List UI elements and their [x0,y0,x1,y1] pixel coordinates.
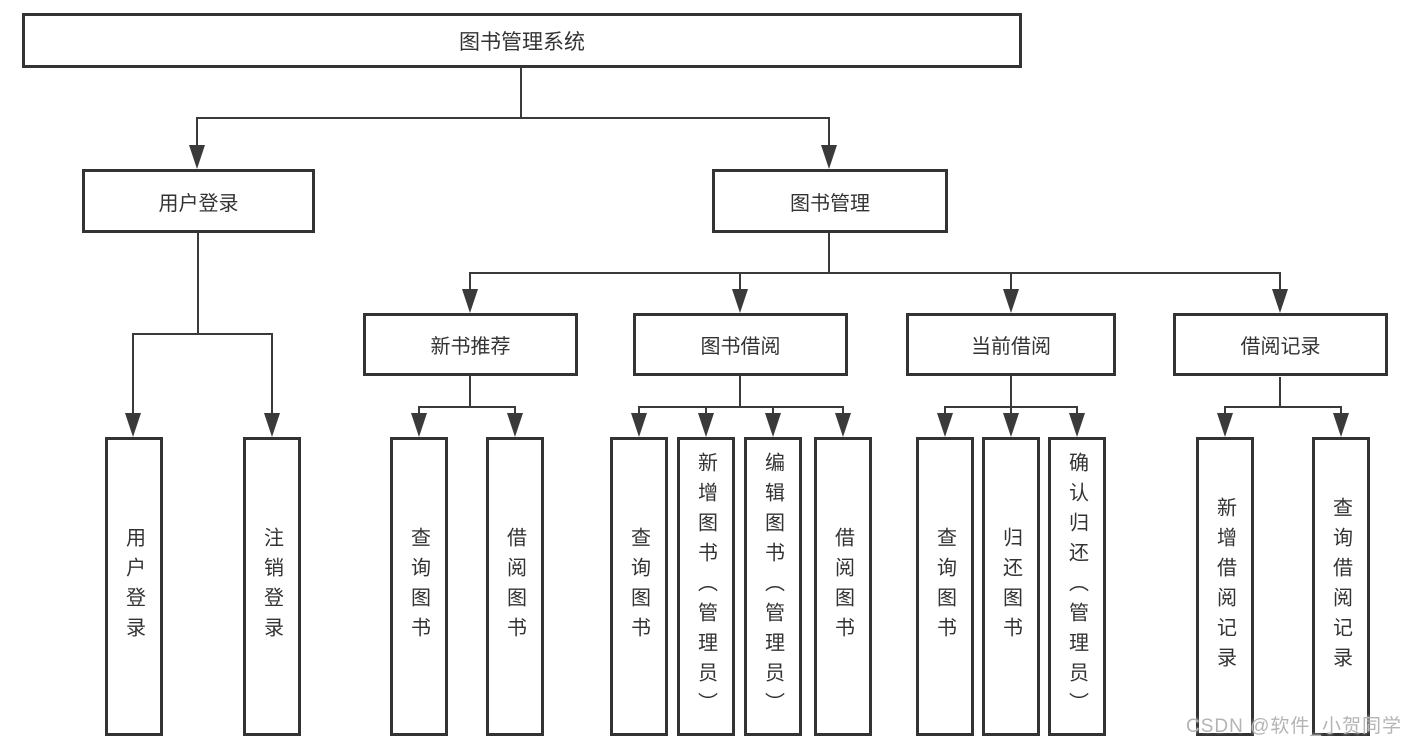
leaf-br-add-record: 新增借阅记录 [1196,437,1254,736]
connector-bookmgmt-bar [469,272,1281,274]
leaf-bb-add-books-label: 新增图书（管理员） [694,451,717,722]
node-book-management: 图书管理 [712,169,948,233]
connector-rec-branch-1 [418,406,420,416]
connector-bb-stem [739,376,741,407]
node-user-login-label: 用户登录 [158,192,239,215]
connector-bookmgmt-branch-2 [739,272,741,292]
node-root: 图书管理系统 [22,13,1022,68]
arrowhead-icon [507,413,523,437]
connector-bookmgmt-stem [828,233,830,274]
connector-rec-bar [418,406,516,408]
connector-cb-branch-3 [1076,406,1078,416]
arrowhead-icon [189,145,205,169]
leaf-bb-borrow-books-label: 借阅图书 [831,526,854,647]
connector-br-branch-1 [1224,406,1226,416]
arrowhead-icon [631,413,647,437]
arrowhead-icon [1272,289,1288,313]
leaf-bb-borrow-books: 借阅图书 [814,437,872,736]
connector-br-branch-2 [1340,406,1342,416]
leaf-cb-query-books-label: 查询图书 [933,526,956,647]
leaf-rec-borrow-books: 借阅图书 [486,437,544,736]
arrowhead-icon [411,413,427,437]
node-current-borrow: 当前借阅 [906,313,1116,376]
node-new-book-recommend: 新书推荐 [363,313,578,376]
arrowhead-icon [264,413,280,437]
arrowhead-icon [1333,413,1349,437]
connector-bookmgmt-branch-1 [469,272,471,292]
arrowhead-icon [765,413,781,437]
connector-root-stem [520,68,522,118]
leaf-bb-edit-books-label: 编辑图书（管理员） [761,451,784,722]
connector-bb-bar [638,406,844,408]
node-book-borrow-label: 图书借阅 [700,336,781,358]
leaf-cb-confirm-return: 确认归还（管理员） [1048,437,1106,736]
connector-root-bar [196,117,830,119]
node-user-login: 用户登录 [82,169,315,233]
leaf-user-login: 用户登录 [105,437,163,736]
node-new-book-recommend-label: 新书推荐 [430,336,511,358]
leaf-logout-label: 注销登录 [260,526,283,647]
arrowhead-icon [937,413,953,437]
node-borrow-records-label: 借阅记录 [1240,336,1321,358]
arrowhead-icon [1217,413,1233,437]
arrowhead-icon [1003,413,1019,437]
connector-br-bar [1224,406,1342,408]
leaf-cb-query-books: 查询图书 [916,437,974,736]
node-book-management-label: 图书管理 [790,192,870,215]
connector-bookmgmt-branch-3 [1010,272,1012,292]
connector-bb-branch-4 [842,406,844,416]
arrowhead-icon [1003,289,1019,313]
leaf-logout: 注销登录 [243,437,301,736]
arrowhead-icon [1069,413,1085,437]
arrowhead-icon [125,413,141,437]
arrowhead-icon [462,289,478,313]
arrowhead-icon [821,145,837,169]
connector-cb-branch-2 [1010,406,1012,416]
connector-cb-branch-1 [944,406,946,416]
leaf-bb-query-books: 查询图书 [610,437,668,736]
connector-root-branch-left [196,117,198,151]
node-borrow-records: 借阅记录 [1173,313,1388,376]
node-current-borrow-label: 当前借阅 [971,336,1051,358]
arrowhead-icon [698,413,714,437]
leaf-cb-return-books-label: 归还图书 [999,526,1022,647]
connector-userlogin-branch-1 [132,333,134,415]
connector-br-stem [1279,377,1281,407]
leaf-rec-borrow-books-label: 借阅图书 [503,526,526,647]
node-book-borrow: 图书借阅 [633,313,848,376]
connector-userlogin-branch-2 [271,333,273,415]
leaf-br-add-record-label: 新增借阅记录 [1213,496,1236,677]
leaf-cb-confirm-return-label: 确认归还（管理员） [1065,451,1088,722]
node-root-label: 图书管理系统 [459,30,585,54]
leaf-rec-query-books-label: 查询图书 [407,526,430,647]
connector-bb-branch-2 [705,406,707,416]
connector-userlogin-bar [132,333,273,335]
connector-bb-branch-3 [772,406,774,416]
connector-cb-stem [1010,376,1012,407]
leaf-bb-edit-books: 编辑图书（管理员） [744,437,802,736]
connector-rec-stem [469,376,471,407]
leaf-br-query-record: 查询借阅记录 [1312,437,1370,736]
leaf-br-query-record-label: 查询借阅记录 [1329,496,1352,677]
connector-bookmgmt-branch-4 [1279,272,1281,292]
connector-userlogin-stem [197,233,199,335]
connector-bb-branch-1 [638,406,640,416]
csdn-watermark: CSDN @软件_小贺同学 [1186,716,1402,737]
leaf-cb-return-books: 归还图书 [982,437,1040,736]
arrowhead-icon [732,289,748,313]
arrowhead-icon [835,413,851,437]
leaf-bb-add-books: 新增图书（管理员） [677,437,735,736]
connector-root-branch-right [828,117,830,151]
leaf-bb-query-books-label: 查询图书 [627,526,650,647]
connector-rec-branch-2 [514,406,516,416]
leaf-user-login-label: 用户登录 [122,526,145,647]
leaf-rec-query-books: 查询图书 [390,437,448,736]
